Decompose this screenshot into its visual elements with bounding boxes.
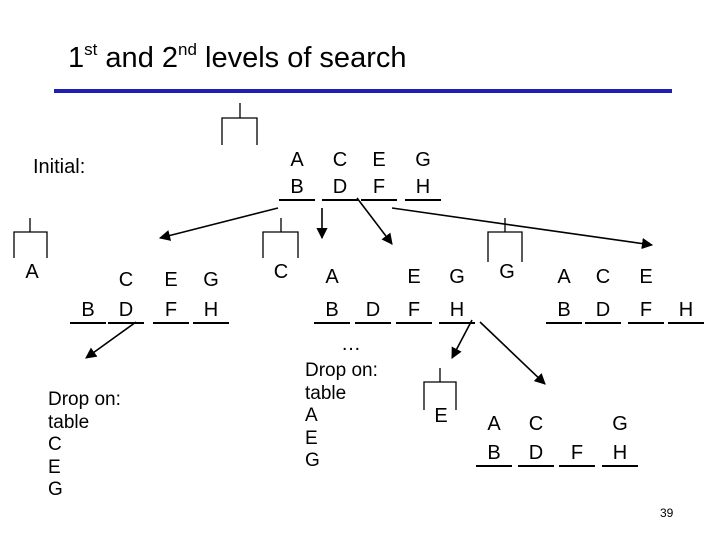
block-d: D <box>108 298 144 324</box>
gripper-icon <box>423 368 457 410</box>
page-number: 39 <box>660 506 674 520</box>
drop-list-2: Drop on: table A E G <box>305 360 378 473</box>
held-block-c: C <box>273 261 289 283</box>
title-underline <box>54 89 672 93</box>
block-e: E <box>639 266 653 288</box>
drop-item: G <box>48 479 63 500</box>
gripper-icon <box>487 218 523 262</box>
initial-label: Initial: <box>33 156 86 178</box>
block-a: A <box>487 413 501 435</box>
slide-title: 1st and 2nd levels of search <box>68 40 407 74</box>
drop-list-1: Drop on: table C E G <box>48 389 121 502</box>
drop-item: C <box>48 434 62 455</box>
block-d: D <box>322 175 358 201</box>
block-f: F <box>396 298 432 324</box>
block-f: F <box>153 298 189 324</box>
block-d: D <box>585 298 621 324</box>
block-b: B <box>546 298 582 324</box>
drop-item: A <box>305 405 318 426</box>
block-e: E <box>164 269 178 291</box>
block-h: H <box>439 298 475 324</box>
block-c: C <box>332 149 348 171</box>
tree-arrow <box>158 207 279 241</box>
block-f: F <box>628 298 664 324</box>
block-h: H <box>602 441 638 467</box>
block-a: A <box>325 266 339 288</box>
block-h: H <box>405 175 441 201</box>
gripper-icon <box>262 218 299 258</box>
tree-arrow <box>479 321 546 385</box>
drop-heading: Drop on: <box>48 389 121 410</box>
drop-item: table <box>305 382 347 404</box>
drop-heading: Drop on: <box>305 360 378 381</box>
block-c: C <box>118 269 134 291</box>
tree-arrow <box>391 207 654 250</box>
block-c: C <box>528 413 544 435</box>
held-block-a: A <box>25 261 39 283</box>
drop-item: E <box>305 427 318 449</box>
tree-arrow <box>85 321 137 359</box>
ellipsis: … <box>341 333 361 355</box>
block-d: D <box>518 441 554 467</box>
drop-item: E <box>48 456 61 478</box>
block-f: F <box>361 175 397 201</box>
drop-item: G <box>305 450 320 471</box>
block-g: G <box>415 149 431 171</box>
block-g: G <box>203 269 219 291</box>
block-e: E <box>372 149 386 171</box>
block-b: B <box>476 441 512 467</box>
block-d: D <box>355 298 391 324</box>
held-block-e: E <box>434 405 448 427</box>
gripper-icon <box>13 218 48 258</box>
tree-arrow <box>356 197 393 245</box>
block-c: C <box>595 266 611 288</box>
block-g: G <box>449 266 465 288</box>
block-a: A <box>557 266 571 288</box>
block-f: F <box>559 441 595 467</box>
drop-item: table <box>48 411 90 433</box>
block-b: B <box>70 298 106 324</box>
held-block-g: G <box>499 261 515 283</box>
gripper-icon <box>221 103 258 145</box>
block-h: H <box>193 298 229 324</box>
block-b: B <box>314 298 350 324</box>
block-g: G <box>612 413 628 435</box>
block-a: A <box>290 149 304 171</box>
tree-arrow <box>451 319 473 359</box>
block-e: E <box>407 266 421 288</box>
block-h: H <box>668 298 704 324</box>
block-b: B <box>279 175 315 201</box>
